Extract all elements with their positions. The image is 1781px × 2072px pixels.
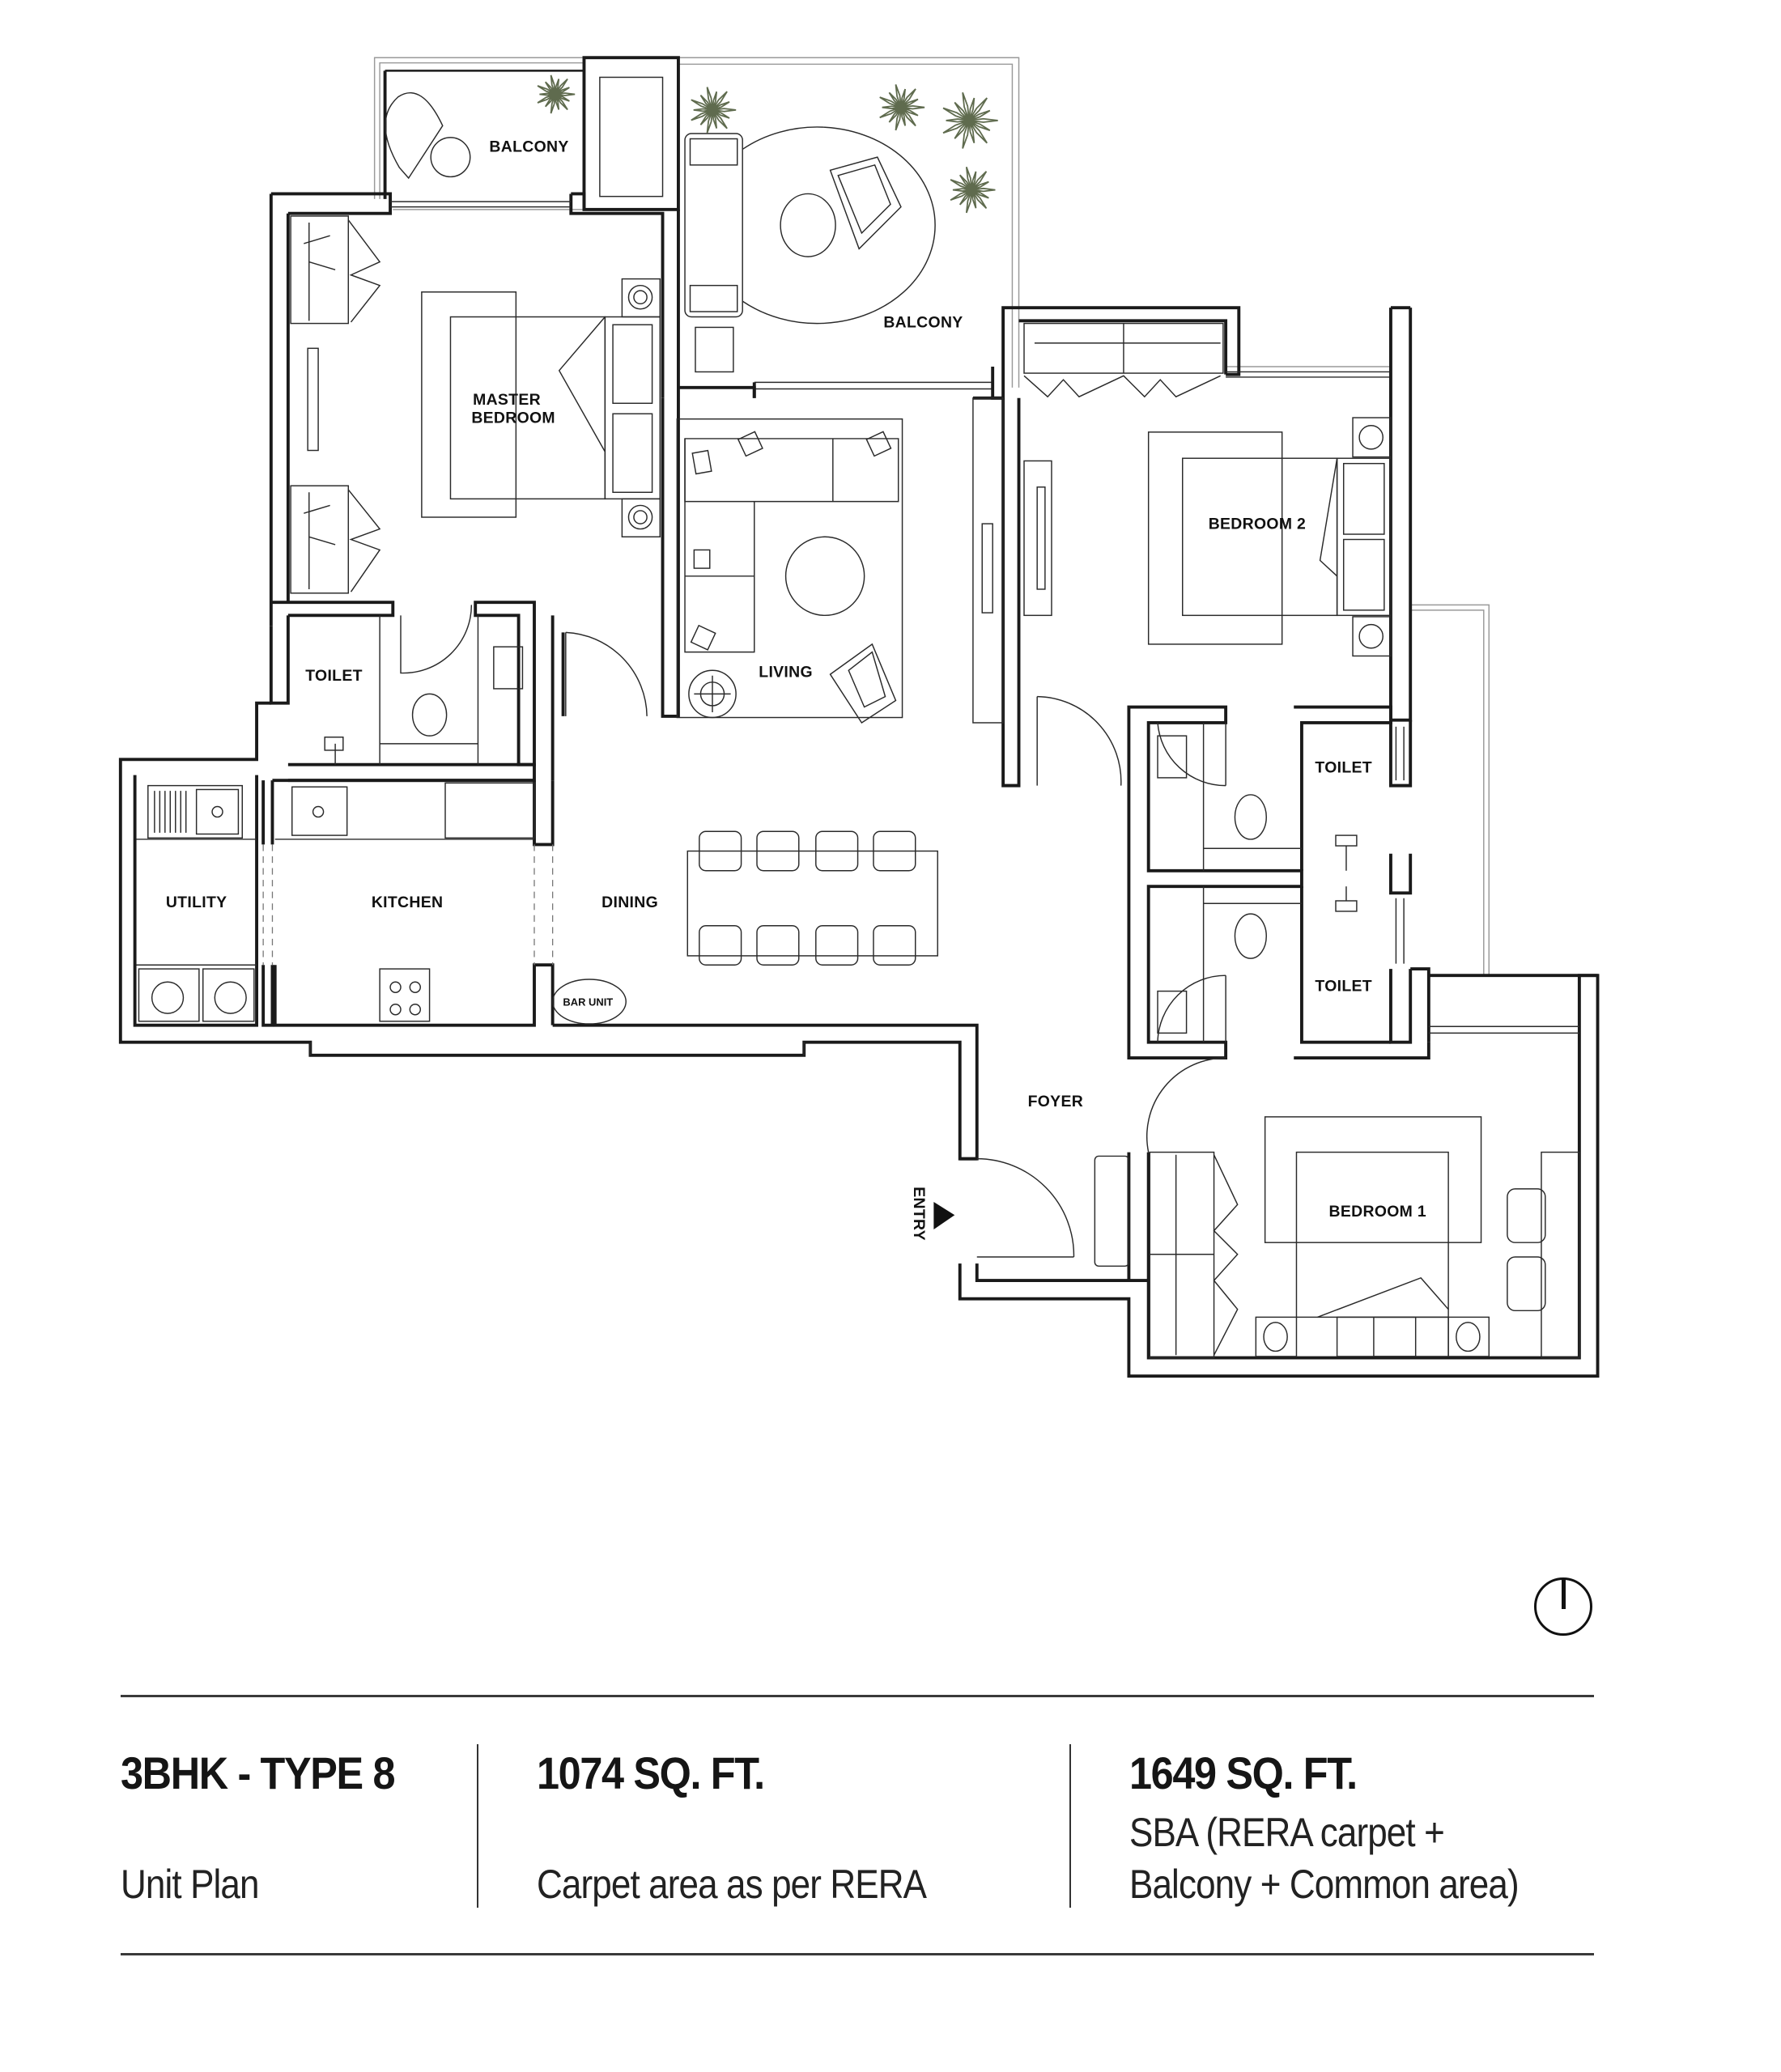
label-balcony-large: BALCONY [883, 313, 963, 331]
dining-chair [815, 924, 859, 966]
label-toilet-master: TOILET [305, 667, 363, 685]
balcony-furniture [385, 92, 936, 373]
footer-bottom-rule [121, 1953, 1594, 1955]
plants [537, 74, 998, 214]
label-bar-unit: BAR UNIT [563, 996, 613, 1008]
plant-icon [537, 74, 576, 114]
label-bedroom-1: BEDROOM 1 [1329, 1203, 1426, 1221]
dining-chair [873, 830, 916, 872]
room-labels: BALCONY BALCONY MASTER BEDROOM BEDROOM 2… [166, 138, 1426, 1241]
kitchen-fixtures [136, 782, 627, 1025]
master-bedroom-furniture [290, 215, 661, 594]
bedroom1-furniture [1094, 1116, 1580, 1359]
label-balcony-small: BALCONY [489, 138, 568, 156]
dining-chair [699, 924, 742, 966]
living-furniture [676, 418, 1052, 724]
unit-caption: Unit Plan [121, 1862, 260, 1907]
master-toilet-fixtures [324, 615, 524, 765]
plant-icon [950, 166, 996, 214]
entry-arrow-icon [933, 1202, 955, 1230]
plant-icon [691, 87, 737, 134]
dining-chair [873, 924, 916, 966]
label-master-bedroom-1: MASTER [473, 391, 541, 409]
carpet-caption: Carpet area as per RERA [537, 1862, 927, 1907]
walls [118, 56, 1600, 1378]
label-living: LIVING [759, 663, 813, 681]
footer-top-rule [121, 1695, 1594, 1697]
footer-divider-1 [477, 1744, 478, 1908]
balcony-railings [373, 57, 1490, 976]
plant-icon [942, 91, 998, 149]
sba-caption-line-1: SBA (RERA carpet + [1129, 1810, 1445, 1855]
bedroom2-furniture [1023, 322, 1392, 657]
label-toilet-lower: TOILET [1315, 978, 1372, 996]
label-foyer: FOYER [1028, 1093, 1083, 1110]
unit-type: 3BHK - TYPE 8 [121, 1747, 395, 1798]
sba-area: 1649 SQ. FT. [1129, 1747, 1358, 1798]
right-toilets-fixtures [1157, 722, 1358, 1042]
dining-chair [756, 830, 800, 872]
footer-divider-2 [1069, 1744, 1071, 1908]
label-entry: ENTRY [910, 1187, 928, 1241]
north-arrow-icon [1534, 1577, 1592, 1636]
carpet-area: 1074 SQ. FT. [537, 1747, 765, 1798]
label-bedroom-2: BEDROOM 2 [1209, 516, 1306, 533]
label-utility: UTILITY [166, 894, 227, 911]
label-master-bedroom-2: BEDROOM [471, 410, 555, 427]
doors [400, 605, 1226, 1258]
dining-table [686, 830, 938, 966]
dining-chair [815, 830, 859, 872]
label-toilet-upper: TOILET [1315, 758, 1372, 776]
label-dining: DINING [601, 894, 658, 911]
label-kitchen: KITCHEN [372, 894, 444, 911]
dining-chair [756, 924, 800, 966]
sba-caption-line-2: Balcony + Common area) [1129, 1862, 1520, 1907]
dining-chair [699, 830, 742, 872]
north-needle [1562, 1580, 1566, 1609]
plant-icon [879, 84, 925, 131]
